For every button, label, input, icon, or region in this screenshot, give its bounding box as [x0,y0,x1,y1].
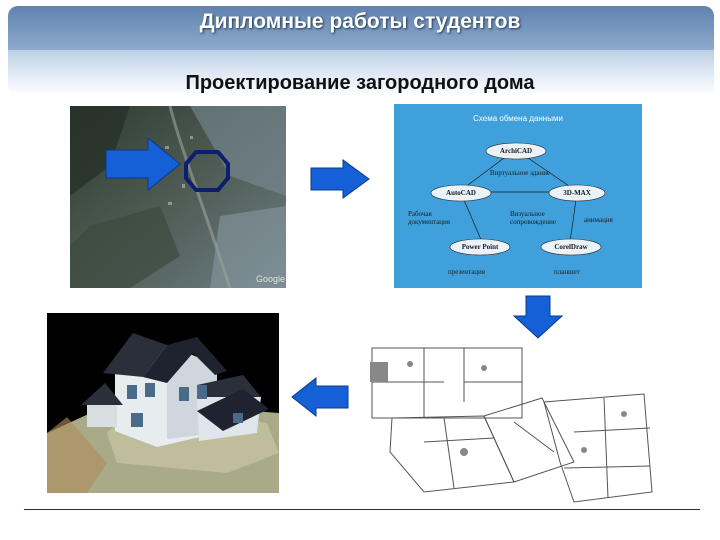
label-visual-support: Визуальное сопровождение [510,210,557,226]
label-animation: анимация [584,216,613,224]
page-subtitle: Проектирование загородного дома [185,72,535,94]
title-banner [8,6,714,96]
location-marker-icon [184,150,230,192]
label-presentation: презентация [448,268,486,276]
house-render-image [47,313,279,493]
node-archicad: ArchiCAD [499,147,533,155]
label-plan-board: планшет [554,268,580,276]
satellite-image: Google [70,106,286,288]
footer-divider [24,509,700,510]
left-arrow-icon [291,376,349,418]
floor-plan-image [364,342,656,510]
node-3dmax: 3D-MAX [563,189,591,197]
label-working-docs: Рабочая документация [408,210,451,226]
google-watermark: Google [256,274,285,284]
page-title: Дипломные работы студентов [199,10,521,33]
data-exchange-schema: Схема обмена данными ArchiCAD AutoCAD 3D… [394,104,642,288]
schema-title: Схема обмена данными [473,114,563,123]
node-autocad: AutoCAD [446,189,476,197]
label-virtual-building: Виртуальное здание [489,169,551,177]
node-coreldraw: CorelDraw [554,243,588,251]
right-arrow-icon [105,136,181,192]
right-arrow-icon [310,159,370,199]
down-arrow-icon [512,295,564,339]
node-powerpoint: Power Point [461,243,499,251]
